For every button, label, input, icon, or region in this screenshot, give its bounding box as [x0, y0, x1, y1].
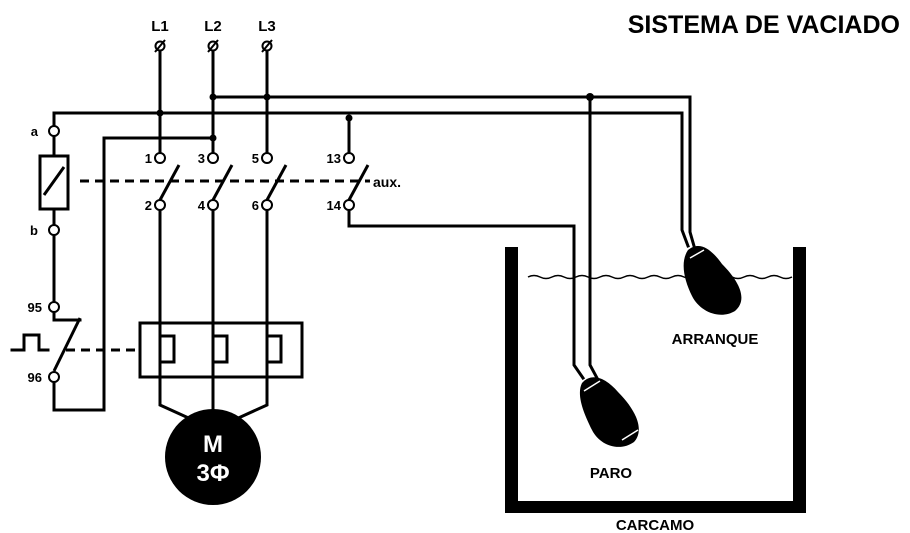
- sump-label: CARCAMO: [616, 517, 695, 533]
- float-label-paro: PARO: [590, 465, 633, 482]
- diagram-title: SISTEMA DE VACIADO: [628, 11, 900, 39]
- overload-terminal-96: [48, 371, 60, 383]
- line-label-l3: L3: [258, 18, 276, 35]
- contact-terminal-3: [207, 152, 219, 164]
- contact-terminal-5: [261, 152, 273, 164]
- thermal-symbol: [10, 333, 50, 352]
- line-label-l1: L1: [151, 18, 169, 35]
- supply-terminal-l2: [207, 39, 219, 53]
- aux-label-13: 13: [327, 151, 341, 166]
- coil-label-b: b: [30, 223, 38, 238]
- motor: [165, 409, 261, 505]
- contact-terminal-4: [207, 199, 219, 211]
- motor-phase-wires: [158, 209, 269, 422]
- line-label-l2: L2: [204, 18, 222, 35]
- overload-relay: [138, 321, 304, 379]
- float-arranque: [683, 245, 742, 315]
- contact-terminal-6: [261, 199, 273, 211]
- water-surface: [527, 274, 793, 280]
- contactor-coil: [38, 154, 70, 211]
- overload-nc-contact: [52, 317, 82, 372]
- junction-dot: [209, 134, 217, 142]
- contact-terminal-2: [154, 199, 166, 211]
- supply-terminal-l1: [154, 39, 166, 53]
- contactor-main-contacts: [154, 152, 288, 211]
- overload-terminal-95: [48, 301, 60, 313]
- contact-label-1: 1: [145, 151, 152, 166]
- junction-dot: [263, 93, 271, 101]
- float-label-arranque: ARRANQUE: [672, 331, 759, 348]
- contact-label-6: 6: [252, 198, 259, 213]
- aux-label: aux.: [373, 174, 401, 190]
- control-return-wire: [52, 136, 215, 412]
- aux-contact-blade: [347, 164, 370, 201]
- contact-terminal-1: [154, 152, 166, 164]
- aux-terminal-14: [343, 199, 355, 211]
- contact-label-5: 5: [252, 151, 259, 166]
- junction-dot: [209, 93, 217, 101]
- aux-label-14: 14: [327, 198, 342, 213]
- coil-terminal-a: [48, 125, 60, 137]
- contact-label-3: 3: [198, 151, 205, 166]
- motor-label-m: M: [203, 431, 223, 458]
- bus-wire-l2: [211, 95, 696, 248]
- supply-terminal-l3: [261, 39, 273, 53]
- bus-wire-paro: [588, 95, 600, 381]
- float-paro: [579, 377, 639, 447]
- overload-label-95: 95: [28, 300, 42, 315]
- coil-terminal-b: [48, 224, 60, 236]
- contact-label-2: 2: [145, 198, 152, 213]
- aux-terminal-13: [343, 152, 355, 164]
- overload-label-96: 96: [28, 370, 42, 385]
- motor-label-phase: 3Φ: [196, 460, 229, 487]
- contact-label-4: 4: [198, 198, 206, 213]
- sump-tank: [505, 247, 806, 513]
- aux-to-paro-wire: [347, 209, 586, 381]
- bus-wire-l1: [52, 111, 690, 248]
- coil-label-a: a: [31, 124, 39, 139]
- junction-dot: [345, 114, 353, 122]
- junction-dot: [156, 109, 164, 117]
